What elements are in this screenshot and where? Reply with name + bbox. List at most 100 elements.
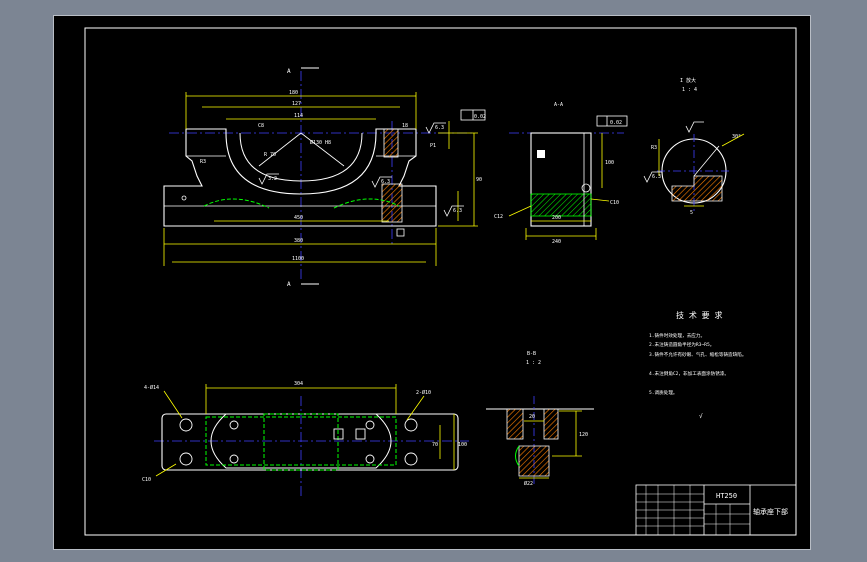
title-block [635,484,797,536]
bolt-hole [179,452,193,466]
side-base-hatch [530,193,592,217]
detail-b-scale: 1 : 2 [526,360,541,366]
detail-b-hatch-right [543,408,559,440]
detail-b-title: B-B [527,351,536,357]
roughness-symbol [371,176,392,188]
roughness-symbol [258,173,279,185]
dim-chamfer: C8 [258,123,264,129]
detail-b-bolt-head [518,445,550,477]
pin-hole [229,420,239,430]
top-hidden-bore [263,413,339,471]
dim-overall-bottom: 1100 [292,256,304,262]
dim-inner-top: 127 [292,101,301,107]
side-dim-width-label: 200 [552,215,561,221]
top-leader-left [163,390,183,419]
roughness-symbol [643,171,662,183]
detail-b-dim-bottom-label: Ø22 [524,480,533,487]
detail-b-dim-v-label: 120 [579,432,588,438]
side-view: A-A 0.02 200 240 C12 C10 100 [494,102,628,245]
front-hatch-bottom [381,183,403,223]
section-label-bottom: A [287,281,291,288]
dim-right-step: P1 [430,143,436,149]
side-dim-right-label: C10 [610,200,619,206]
tech-roughness-note: √ [699,413,703,420]
top-hidden-outline [205,416,397,466]
tolerance-value: 0.02 [474,114,486,120]
dim-depth: 18 [402,123,408,129]
bearing-bore [239,132,363,182]
detail-b-hidden [515,445,520,467]
top-dim-height-b-label: 100 [458,442,467,448]
roughness-value-2: 6.3 [381,179,390,185]
side-dim-base-label: 240 [552,239,561,245]
cad-drawing: A A 180 127 114 C8 R3 R 70 Ø130 H8 18 90… [84,27,797,536]
dim-span-lower: 380 [294,238,303,244]
detail-i-leader [721,133,745,147]
pin-hole [365,454,375,464]
tech-requirements: 技 术 要 求 1.铸件时效处理，去应力。 2.未注铸造圆角半径为R3~R5。 … [649,310,746,420]
detail-i-title: I 放大 [680,77,696,84]
side-body [530,132,592,227]
bolt-hole [179,418,193,432]
datum-box [396,228,405,237]
roughness-symbol [685,121,704,133]
bolt-hole [404,418,418,432]
front-view: A A 180 127 114 C8 R3 R 70 Ø130 H8 18 90… [163,67,486,288]
tech-item-4: 4.未注倒角C2，非加工表面涂防锈漆。 [649,370,729,377]
top-dim-length-label: 304 [294,381,303,387]
front-hole-left [181,195,187,201]
side-leader-right [590,198,610,202]
detail-i-hatch [671,175,723,202]
pin-hole [229,454,239,464]
inner-border [84,27,797,536]
dim-bore-span: 114 [294,113,303,119]
side-leader-left [508,205,532,217]
dim-phi: Ø130 H8 [310,139,331,146]
title-part-name: 轴承座下部 [753,507,788,516]
roughness-symbol [443,205,464,217]
side-dim-height-label: 100 [605,160,614,166]
side-tolerance-frame [596,115,628,127]
roughness-value-3: 6.3 [453,208,462,214]
detail-i-bottom: 5 [690,210,693,216]
roughness-value-1: 6.3 [435,125,444,131]
top-leader-right [406,395,425,421]
radius-line [258,132,302,167]
radius-line-2 [300,132,345,167]
side-arrow-label: A-A [554,102,563,108]
detail-i-angle: 30° [732,134,741,140]
top-hole-right-label: 2-Ø10 [416,389,431,396]
pin-hole [365,420,375,430]
tech-item-2: 2.未注铸造圆角半径为R3~R5。 [649,341,714,348]
tech-title: 技 术 要 求 [676,310,722,320]
detail-b-dim-h-label: 20 [529,414,535,420]
top-dim-height-a-label: 70 [432,442,438,448]
side-datum-marker [537,150,545,158]
side-tolerance-value: 0.02 [610,120,622,126]
dim-radius: R 70 [264,152,276,158]
top-slot-right [355,428,366,440]
side-dim-chamfer-label: C12 [494,214,503,220]
dim-overall-top: 180 [289,90,298,96]
roughness-value-bore: 3.2 [268,176,277,182]
top-hole-left-label: 4-Ø14 [144,384,159,391]
bolt-hole [404,452,418,466]
detail-i-slope [693,145,720,177]
top-leader-c10 [155,463,177,477]
section-label-top: A [287,68,291,75]
detail-i-roughness: 6.3 [652,174,661,180]
roughness-symbol [425,122,446,134]
tech-item-1: 1.铸件时效处理，去应力。 [649,332,705,339]
tech-item-5: 5.调质处理。 [649,389,678,396]
hidden-arc-right [333,198,400,209]
dim-height: 90 [476,177,482,183]
detail-b-hatch-left [506,408,524,440]
drawing-sheet: A A 180 127 114 C8 R3 R 70 Ø130 H8 18 90… [53,15,811,550]
top-slot-left [333,428,344,440]
detail-i-scale: 1 : 4 [682,87,697,93]
front-hatch-top [383,128,399,158]
dim-mid: 450 [294,215,303,221]
hidden-arc-left [203,198,270,209]
title-material: HT250 [716,492,737,500]
side-detail-circle [581,183,591,193]
